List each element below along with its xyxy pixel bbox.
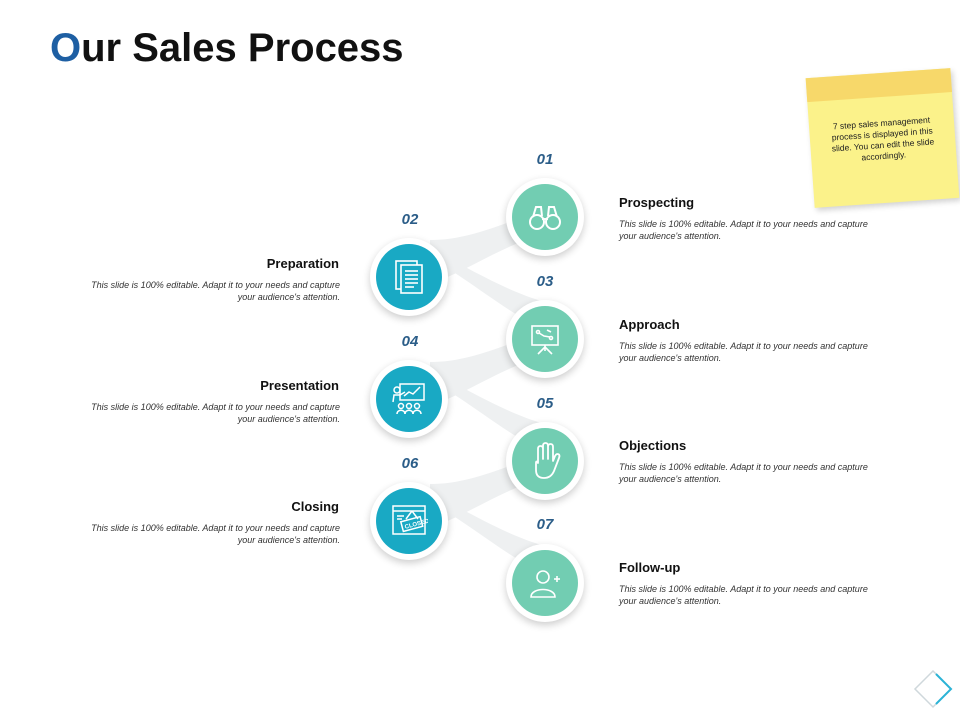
next-slide-icon[interactable] — [912, 668, 954, 710]
presenter-icon — [392, 383, 425, 415]
step-desc-05: This slide is 100% editable. Adapt it to… — [619, 462, 868, 484]
step-title-06: Closing — [291, 499, 339, 514]
page-title: Our Sales Process — [50, 26, 404, 71]
step-circle-03 — [506, 300, 584, 378]
step-title-02: Preparation — [266, 256, 339, 271]
step-title-07: Follow-up — [619, 560, 681, 575]
whiteboard-icon — [531, 325, 559, 355]
raised-hand-icon — [535, 442, 561, 479]
step-circle-inner-02 — [376, 244, 442, 310]
step-title-04: Presentation — [260, 378, 339, 393]
step-circle-inner-03 — [512, 306, 578, 372]
step-circle-inner-05 — [512, 428, 578, 494]
binoculars-icon — [529, 206, 561, 230]
step-circle-inner-04 — [376, 366, 442, 432]
title-rest: ur Sales Process — [81, 26, 404, 70]
closed-sign-icon: CLOSED — [392, 505, 428, 535]
step-circle-01 — [506, 178, 584, 256]
step-number-03: 03 — [536, 273, 554, 290]
step-number-04: 04 — [401, 333, 419, 350]
documents-icon — [395, 260, 423, 294]
step-title-05: Objections — [619, 438, 687, 453]
step-circle-inner-06: CLOSED — [376, 488, 442, 554]
step-number-05: 05 — [536, 395, 554, 412]
step-circle-04 — [370, 360, 448, 438]
step-desc-02: This slide is 100% editable. Adapt it to… — [91, 280, 340, 302]
step-circle-06: CLOSED — [370, 482, 448, 560]
step-title-03: Approach — [619, 317, 680, 332]
step-circle-inner-01 — [512, 184, 578, 250]
step-circle-inner-07 — [512, 550, 578, 616]
step-desc-07: This slide is 100% editable. Adapt it to… — [619, 584, 868, 606]
title-accent-letter: O — [50, 26, 82, 70]
step-circle-05 — [506, 422, 584, 500]
step-desc-01: This slide is 100% editable. Adapt it to… — [619, 219, 868, 241]
step-number-02: 02 — [401, 211, 419, 228]
step-desc-06: This slide is 100% editable. Adapt it to… — [91, 523, 340, 545]
step-circle-07 — [506, 544, 584, 622]
step-circle-02 — [370, 238, 448, 316]
step-number-07: 07 — [536, 516, 554, 533]
step-title-01: Prospecting — [619, 195, 695, 210]
step-number-06: 06 — [401, 455, 419, 472]
step-desc-04: This slide is 100% editable. Adapt it to… — [91, 402, 340, 424]
step-desc-03: This slide is 100% editable. Adapt it to… — [619, 341, 868, 363]
step-number-01: 01 — [536, 151, 554, 168]
add-user-icon — [530, 570, 560, 598]
